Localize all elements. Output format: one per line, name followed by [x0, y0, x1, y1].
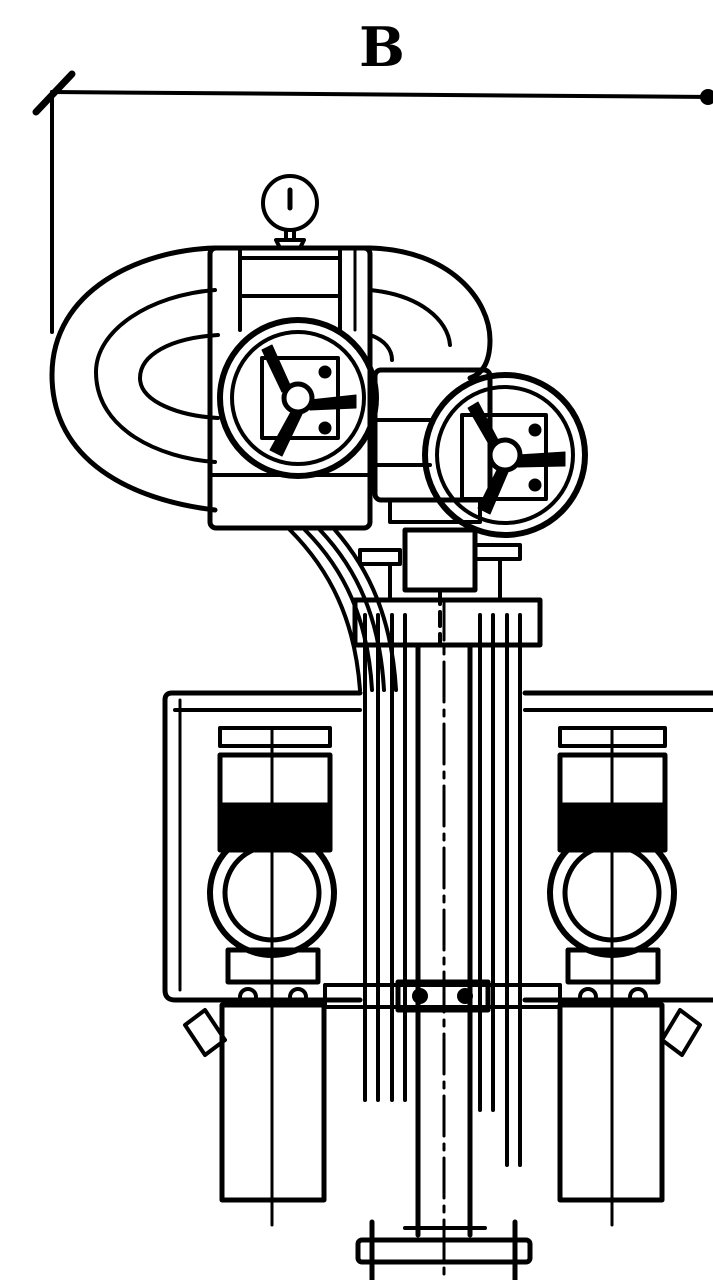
dimension-label-b: B: [359, 15, 405, 79]
flowmeter-left: [185, 728, 334, 1225]
dimension-line-b: [36, 74, 713, 332]
enclosure-frame: [165, 693, 713, 1000]
handwheel-right: [425, 375, 585, 535]
tubing-bundle: [290, 530, 396, 690]
pressure-gauge: [263, 176, 317, 248]
vertical-pipes: [365, 600, 520, 1280]
upper-manifold: [355, 530, 540, 645]
connecting-bar: [325, 982, 560, 1010]
flowmeter-right: [550, 728, 700, 1225]
bottom-flange: [358, 1222, 530, 1280]
handwheel-left: [220, 320, 376, 476]
